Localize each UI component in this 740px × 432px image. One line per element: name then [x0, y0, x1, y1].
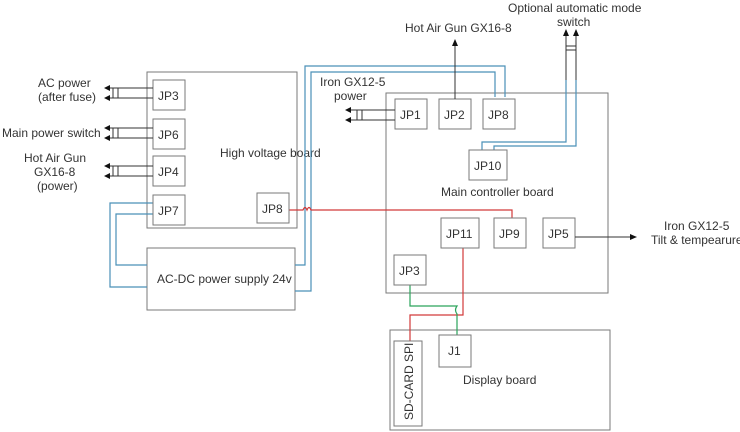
- svg-text:JP9: JP9: [499, 227, 520, 241]
- arrow-icon: [573, 29, 579, 36]
- wire-jp3-j1: [409, 283, 459, 341]
- lead-hot-air-power: [104, 163, 153, 179]
- ac-dc-power-supply: [146, 247, 296, 311]
- connector-mc-jp9: [493, 217, 527, 249]
- wire-psu-jp8-outer: [295, 65, 506, 266]
- wire-jp10-switch-b: [493, 80, 577, 150]
- svg-text:GX16-8: GX16-8: [34, 165, 76, 179]
- wire-jp7-psu-inner: [115, 213, 153, 266]
- svg-text:JP8: JP8: [488, 108, 509, 122]
- connector-mc-jp10: [468, 149, 508, 181]
- svg-text:JP6: JP6: [158, 128, 179, 142]
- svg-text:switch: switch: [557, 15, 590, 29]
- connector-mc-jp1: [394, 98, 428, 130]
- svg-text:Iron GX12-5: Iron GX12-5: [320, 75, 386, 89]
- connector-mc-jp3: [393, 254, 427, 286]
- connector-mc-jp8: [482, 98, 516, 130]
- wire-jp10-switch-a: [481, 80, 567, 150]
- lead-main-switch: [104, 125, 153, 141]
- display-board: [389, 329, 611, 431]
- svg-text:JP1: JP1: [400, 108, 421, 122]
- connector-hv-jp4: [152, 155, 186, 187]
- wire-jp7-psu-outer: [109, 202, 153, 288]
- connector-hv-jp3: [152, 79, 186, 111]
- wire-psu-jp8-inner: [295, 71, 496, 292]
- svg-text:Tilt & tempearure: Tilt & tempearure: [651, 233, 740, 247]
- connector-hv-jp8: [256, 192, 290, 224]
- svg-text:JP10: JP10: [474, 159, 502, 173]
- connector-hv-jp7: [152, 194, 186, 226]
- svg-text:Optional automatic mode: Optional automatic mode: [508, 1, 642, 15]
- connector-disp-j1: [438, 334, 472, 368]
- connector-mc-jp5: [542, 217, 576, 249]
- svg-text:JP5: JP5: [548, 227, 569, 241]
- wire-jp8-jp9: [288, 206, 513, 218]
- svg-text:(after fuse): (after fuse): [38, 90, 96, 104]
- svg-text:JP7: JP7: [158, 204, 179, 218]
- arrow-icon: [563, 29, 569, 36]
- lead-iron-power: [345, 107, 395, 123]
- svg-text:(power): (power): [37, 179, 78, 193]
- svg-text:SD-CARD SPI: SD-CARD SPI: [402, 343, 416, 420]
- svg-text:Main power switch: Main power switch: [2, 126, 101, 140]
- connector-hv-jp6: [152, 118, 186, 150]
- wire-jp11-sdcard: [409, 246, 464, 341]
- svg-text:JP4: JP4: [158, 165, 179, 179]
- svg-text:JP3: JP3: [399, 264, 420, 278]
- svg-text:JP2: JP2: [444, 108, 465, 122]
- ac-dc-label: AC-DC power supply 24v: [157, 272, 292, 286]
- svg-text:power: power: [334, 89, 367, 103]
- lead-ac-power: [104, 85, 153, 101]
- display-board-label: Display board: [463, 373, 536, 387]
- svg-text:AC power: AC power: [38, 76, 91, 90]
- high-voltage-board-label: High voltage board: [220, 146, 321, 160]
- svg-text:JP11: JP11: [446, 227, 473, 241]
- svg-text:Hot Air Gun: Hot Air Gun: [24, 151, 86, 165]
- connector-mc-jp11: [440, 217, 480, 249]
- connector-mc-jp2: [438, 98, 472, 130]
- svg-text:Iron GX12-5: Iron GX12-5: [664, 219, 730, 233]
- svg-text:JP8: JP8: [262, 202, 283, 216]
- svg-text:J1: J1: [448, 344, 461, 358]
- connector-sd-card: [393, 340, 423, 427]
- svg-text:Hot Air Gun GX16-8: Hot Air Gun GX16-8: [405, 21, 512, 35]
- main-controller-label: Main controller board: [441, 185, 554, 199]
- arrow-icon: [630, 234, 637, 240]
- svg-text:JP3: JP3: [158, 89, 179, 103]
- arrow-icon: [452, 39, 458, 46]
